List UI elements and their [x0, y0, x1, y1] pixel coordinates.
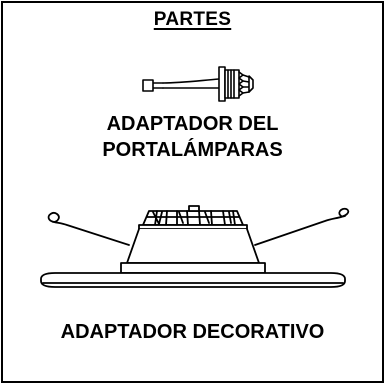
trim-adapter-label: ADAPTADOR DECORATIVO — [60, 321, 325, 343]
trim-adapter-icon — [40, 205, 350, 288]
socket-adapter-label: ADAPTADOR DEL PORTALÁMPARAS — [3, 111, 382, 163]
socket-adapter-icon — [142, 66, 254, 102]
socket-adapter-label-line1: ADAPTADOR DEL — [106, 113, 279, 135]
parts-title: PARTES — [153, 9, 232, 30]
socket-adapter-label-line2: PORTALÁMPARAS — [102, 139, 283, 161]
